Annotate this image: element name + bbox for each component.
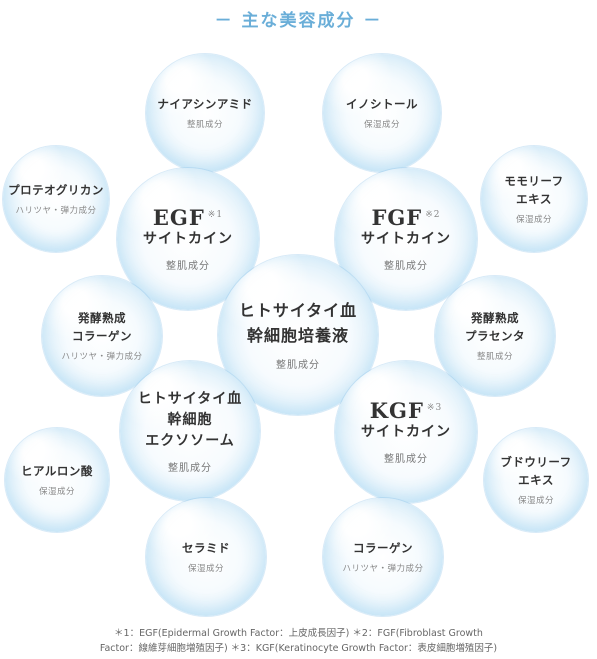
ingredient-effect: 保湿成分 <box>515 215 552 226</box>
footnote-line-2: Factor：線維芽細胞増殖因子) ＊3：KGF(Keratinocyte Gr… <box>99 643 498 655</box>
ingredient-name-line1: ブドウリーフ <box>500 454 572 469</box>
bubble-fermented-placenta: 発酵熟成 プラセンタ 整肌成分 <box>435 276 555 396</box>
bubble-collagen: コラーゲン ハリツヤ・弾力成分 <box>323 498 443 616</box>
ingredient-name-line3: エクソソーム <box>145 432 235 449</box>
ingredient-name-line2: 幹細胞培養液 <box>246 326 349 345</box>
ingredient-abbr: FGF※2 <box>371 206 440 229</box>
bubble-fermented-collagen: 発酵熟成 コラーゲン ハリツヤ・弾力成分 <box>42 276 162 396</box>
ingredient-abbr: EGF※1 <box>153 206 223 229</box>
ingredient-effect: 保湿成分 <box>363 120 400 131</box>
bubble-fgf: FGF※2 サイトカイン 整肌成分 <box>335 168 477 310</box>
ingredient-effect: 整肌成分 <box>166 261 210 273</box>
ingredient-effect: 整肌成分 <box>276 359 320 371</box>
ingredient-name: ヒアルロン酸 <box>21 463 93 478</box>
ingredient-effect: 整肌成分 <box>186 120 223 131</box>
ingredient-name-line2: エキス <box>516 191 552 206</box>
ingredient-name: サイトカイン <box>143 231 233 248</box>
ingredient-name: サイトカイン <box>361 231 451 248</box>
bubble-kgf: KGF※3 サイトカイン 整肌成分 <box>335 361 477 503</box>
footnote-mark: ※3 <box>426 402 443 413</box>
footnote: ＊1：EGF(Epidermal Growth Factor：上皮成長因子) ＊… <box>0 626 597 656</box>
ingredient-name: イノシトール <box>346 96 418 111</box>
ingredient-name-line2: プラセンタ <box>465 328 525 343</box>
ingredient-name: サイトカイン <box>361 424 451 441</box>
section-title: － 主な美容成分 － <box>214 11 383 31</box>
bubble-inositol: イノシトール 保湿成分 <box>323 54 441 172</box>
ingredient-name-line1: 発酵熟成 <box>78 310 126 325</box>
bubble-niacinamide: ナイアシンアミド 整肌成分 <box>146 54 264 172</box>
abbr-text: FGF <box>371 204 423 230</box>
bubble-proteoglycan: プロテオグリカン ハリツヤ・弾力成分 <box>3 146 109 252</box>
footnote-line-1: ＊1：EGF(Epidermal Growth Factor：上皮成長因子) ＊… <box>114 628 483 639</box>
bubble-ceramide: セラミド 保湿成分 <box>146 498 266 616</box>
bubble-chamomile: モモリーフ エキス 保湿成分 <box>481 146 587 252</box>
ingredient-name-line2: エキス <box>518 472 554 487</box>
bubble-exosome: ヒトサイタイ血 幹細胞 エクソソーム 整肌成分 <box>120 361 260 501</box>
ingredient-name-line1: ヒトサイタイ血 <box>137 390 243 407</box>
ingredient-effect: 保湿成分 <box>187 564 224 575</box>
footnote-mark: ※1 <box>207 209 224 220</box>
bubble-grape-leaf: ブドウリーフ エキス 保湿成分 <box>484 428 588 532</box>
bubble-hyaluronic-acid: ヒアルロン酸 保湿成分 <box>5 428 109 532</box>
ingredient-name-line2: コラーゲン <box>72 328 132 343</box>
ingredient-effect: 保湿成分 <box>38 487 75 498</box>
ingredient-abbr: KGF※3 <box>370 399 442 422</box>
abbr-text: KGF <box>369 397 424 423</box>
ingredient-effect: 保湿成分 <box>517 496 554 507</box>
bubble-egf: EGF※1 サイトカイン 整肌成分 <box>117 168 259 310</box>
ingredient-effect: 整肌成分 <box>384 454 428 466</box>
ingredient-name: セラミド <box>182 540 230 555</box>
ingredient-effect: 整肌成分 <box>384 261 428 273</box>
ingredient-name: ナイアシンアミド <box>157 96 253 111</box>
ingredient-name-line1: モモリーフ <box>504 173 564 188</box>
ingredient-effect: ハリツヤ・弾力成分 <box>15 206 97 217</box>
footnote-mark: ※2 <box>425 209 441 220</box>
abbr-text: EGF <box>152 204 205 230</box>
ingredient-name: コラーゲン <box>353 540 413 555</box>
ingredient-name-line1: 発酵熟成 <box>471 310 519 325</box>
ingredient-effect: 整肌成分 <box>476 352 513 363</box>
ingredient-effect: 整肌成分 <box>168 462 212 474</box>
ingredient-name-line1: ヒトサイタイ血 <box>238 301 358 321</box>
ingredient-effect: ハリツヤ・弾力成分 <box>342 564 424 575</box>
ingredient-name-line2: 幹細胞 <box>167 411 213 428</box>
ingredient-effect: ハリツヤ・弾力成分 <box>61 352 143 363</box>
ingredient-name: プロテオグリカン <box>8 182 104 197</box>
